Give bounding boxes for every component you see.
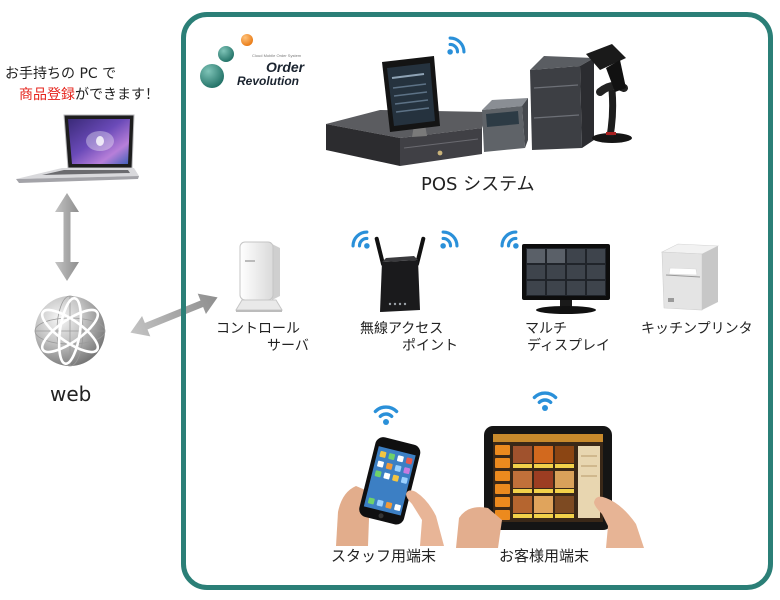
tablet-menu-grid <box>513 446 574 518</box>
smartphone <box>359 437 421 525</box>
customer-terminal-image <box>456 426 644 548</box>
barcode-scanner <box>586 44 632 143</box>
intro-text-line2: 商品登録ができます！ <box>19 88 159 102</box>
laptop-icon <box>16 114 139 183</box>
double-arrow-icon <box>130 293 218 337</box>
laptop-lid <box>63 114 135 169</box>
customer-display <box>482 98 528 152</box>
globe-orbits <box>40 296 100 366</box>
logo-word-revolution: Revolution <box>237 74 299 88</box>
wifi-icon <box>371 400 401 426</box>
logo-word-order: Order <box>266 59 305 75</box>
tablet-order-panel <box>578 446 600 518</box>
server-stand <box>235 299 283 312</box>
access-point-label-line2: ポイント <box>402 338 458 354</box>
right-hand <box>594 496 644 548</box>
double-arrow-icon <box>55 193 79 281</box>
control-server-label-line2: サーバ <box>267 338 309 354</box>
multi-display-label-line1: マルチ <box>525 321 567 337</box>
monitor-screen <box>522 244 610 300</box>
monitor-stand <box>536 300 596 314</box>
kitchen-printer-image <box>660 243 720 311</box>
pos-system-image <box>326 44 632 166</box>
intro-highlight: 商品登録 <box>19 87 75 103</box>
wifi-icon <box>530 386 560 412</box>
tablet-menu-categories <box>495 445 510 520</box>
printer-body <box>660 243 720 311</box>
pos-system-label: POS システム <box>421 174 535 195</box>
intro-text-rest: ができます！ <box>75 87 159 103</box>
control-server-label-line1: コントロール <box>216 321 300 337</box>
pos-tablet <box>382 56 440 137</box>
router-body <box>380 256 420 312</box>
logo-tagline: Cloud Mobile Order System <box>252 53 302 58</box>
staff-terminal-label: スタッフ用端末 <box>331 547 437 565</box>
intro-text-line1: お手持ちの PC で <box>5 66 117 82</box>
staff-terminal-image <box>336 437 444 546</box>
multi-display-label-line2: ディスプレイ <box>527 338 611 354</box>
left-hand <box>456 507 502 548</box>
kitchen-printer-label: キッチンプリンタ <box>641 321 753 337</box>
server-body <box>239 241 280 301</box>
system-frame <box>181 12 773 590</box>
logo-circles-icon <box>200 34 253 88</box>
access-point-image <box>374 236 426 312</box>
access-point-label-line1: 無線アクセス <box>360 321 444 337</box>
multi-display-image <box>522 244 610 314</box>
globe-icon <box>34 295 106 367</box>
router-antennas <box>374 236 426 266</box>
right-hand <box>406 490 444 546</box>
control-server-image <box>235 241 283 312</box>
customer-terminal-label: お客様用端末 <box>499 547 590 565</box>
receipt-printer <box>530 56 594 150</box>
laptop-base <box>16 168 139 183</box>
web-label: web <box>50 382 92 406</box>
